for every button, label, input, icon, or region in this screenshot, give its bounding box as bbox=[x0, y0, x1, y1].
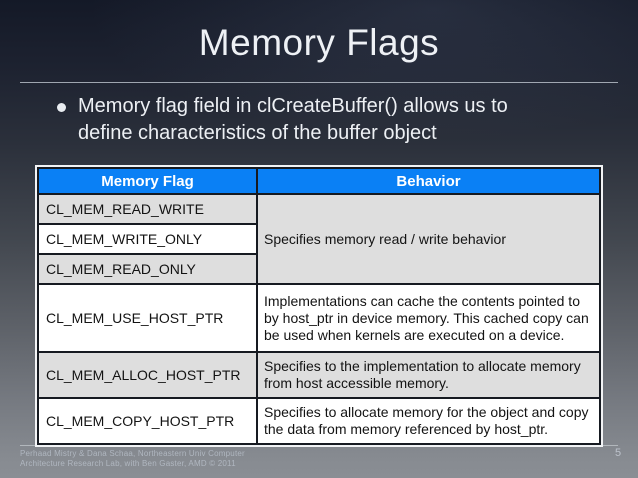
footer-credit-line-1: Perhaad Mistry & Dana Schaa, Northeaster… bbox=[20, 449, 245, 458]
table-row: CL_MEM_COPY_HOST_PTR Specifies to alloca… bbox=[37, 397, 601, 445]
column-header-memory-flag: Memory Flag bbox=[37, 167, 258, 195]
behavior-cell-read-write-group: Specifies memory read / write behavior bbox=[256, 193, 601, 285]
page-number: 5 bbox=[614, 447, 622, 459]
memory-flags-table: Memory Flag Behavior CL_MEM_READ_WRITE S… bbox=[35, 165, 603, 447]
column-header-behavior: Behavior bbox=[256, 167, 601, 195]
footer-divider bbox=[20, 445, 618, 446]
flag-cell-read-write: CL_MEM_READ_WRITE bbox=[37, 193, 258, 225]
behavior-cell-use-host-ptr: Implementations can cache the contents p… bbox=[256, 283, 601, 353]
flag-cell-copy-host-ptr: CL_MEM_COPY_HOST_PTR bbox=[37, 397, 258, 445]
table-row: CL_MEM_ALLOC_HOST_PTR Specifies to the i… bbox=[37, 351, 601, 399]
footer-credit-line-2: Architecture Research Lab, with Ben Gast… bbox=[20, 458, 236, 468]
bullet-icon bbox=[57, 103, 66, 112]
table-row: CL_MEM_READ_ONLY bbox=[37, 253, 600, 285]
flag-cell-alloc-host-ptr: CL_MEM_ALLOC_HOST_PTR bbox=[37, 351, 258, 399]
table-row: CL_MEM_WRITE_ONLY bbox=[37, 223, 600, 255]
behavior-cell-copy-host-ptr: Specifies to allocate memory for the obj… bbox=[256, 397, 601, 445]
bullet-item: Memory flag field in clCreateBuffer() al… bbox=[55, 93, 555, 147]
flag-cell-use-host-ptr: CL_MEM_USE_HOST_PTR bbox=[37, 283, 258, 353]
table-header-row: Memory Flag Behavior bbox=[37, 167, 601, 195]
slide-title: Memory Flags bbox=[198, 22, 440, 63]
flag-cell-read-only: CL_MEM_READ_ONLY bbox=[37, 253, 258, 285]
table-row: CL_MEM_READ_WRITE Specifies memory read … bbox=[37, 193, 601, 285]
title-underline bbox=[20, 82, 618, 83]
bullet-text: Memory flag field in clCreateBuffer() al… bbox=[78, 95, 508, 144]
footer-credits: Perhaad Mistry & Dana Schaa, Northeaster… bbox=[20, 449, 245, 468]
table-row: CL_MEM_USE_HOST_PTR Implementations can … bbox=[37, 283, 601, 353]
flag-cell-write-only: CL_MEM_WRITE_ONLY bbox=[37, 223, 258, 255]
behavior-cell-alloc-host-ptr: Specifies to the implementation to alloc… bbox=[256, 351, 601, 399]
